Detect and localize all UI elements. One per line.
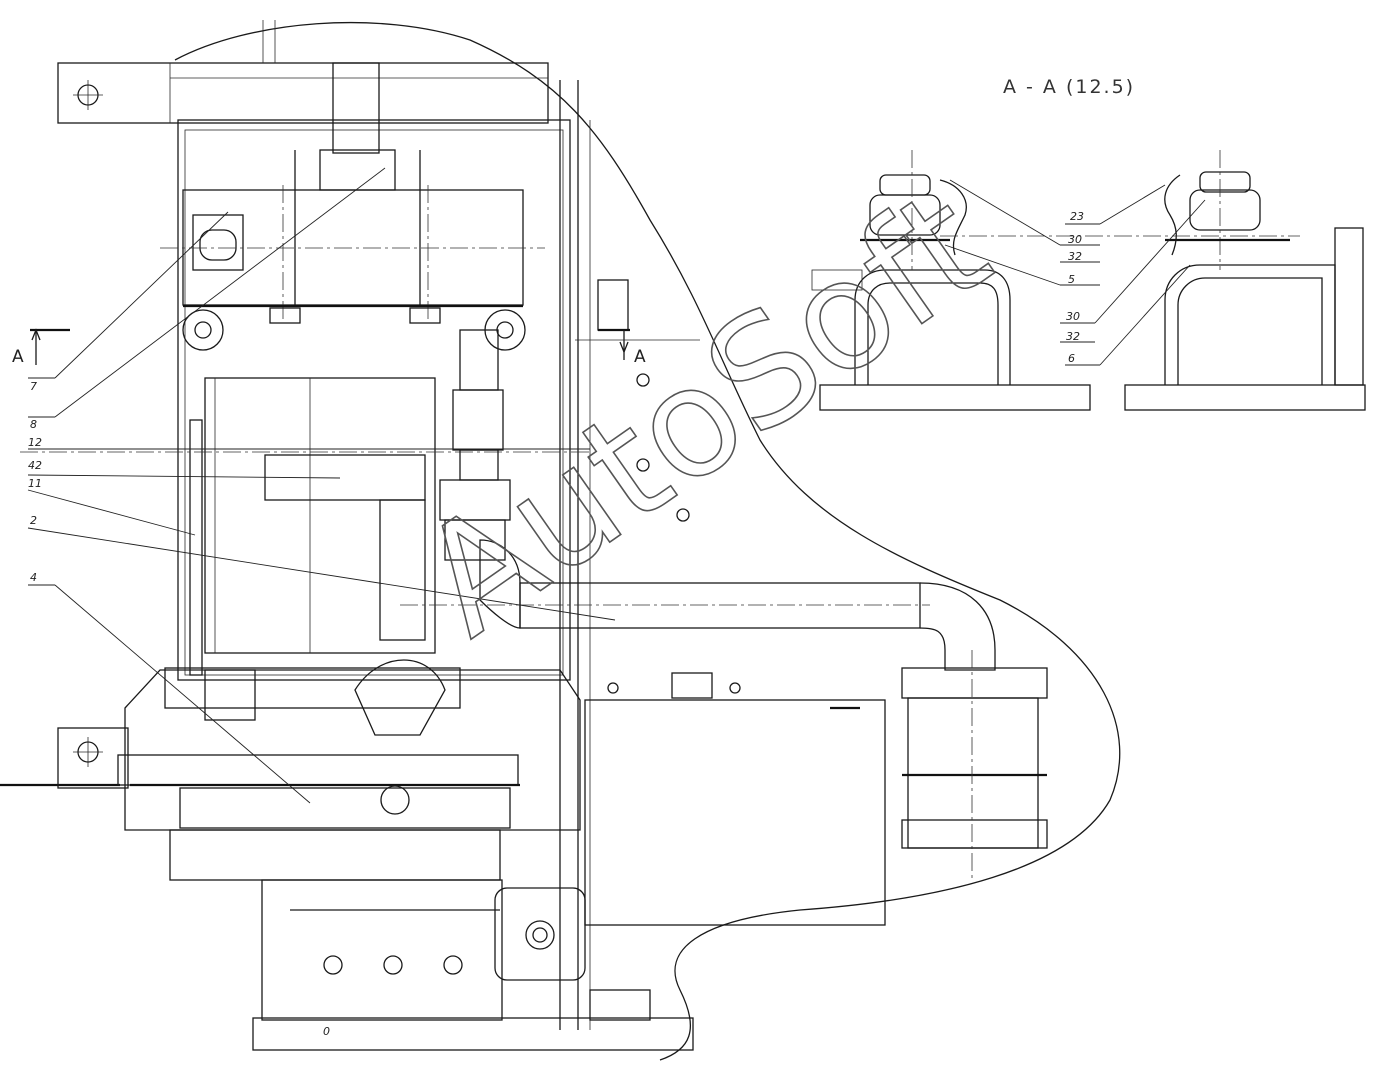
callout-12: 12 — [28, 436, 42, 449]
callout-8: 8 — [30, 418, 37, 431]
callout-leaders-left — [27, 167, 616, 804]
left-bracket — [57, 727, 129, 789]
callout-5: 5 — [1068, 273, 1075, 286]
main-frame — [177, 20, 591, 1030]
section-mark-left-label: А — [12, 347, 24, 367]
callout-4: 4 — [30, 571, 37, 584]
section-mark-right-label: А — [634, 347, 646, 367]
callout-7: 7 — [30, 380, 37, 393]
cylinder-body — [20, 377, 590, 676]
section-view — [811, 150, 1366, 411]
section-marker-left — [30, 328, 70, 365]
callout-2: 2 — [30, 514, 37, 527]
gearbox-assembly — [0, 659, 581, 881]
vertical-shaft — [439, 329, 511, 561]
lower-base — [252, 879, 694, 1051]
callout-42: 42 — [28, 459, 42, 472]
right-cylinder — [901, 650, 1048, 880]
watermark-logo: AutoSoft — [391, 157, 1019, 669]
callout-30-top: 30 — [1068, 233, 1082, 246]
callout-23: 23 — [1070, 210, 1084, 223]
callout-32-top: 32 — [1068, 250, 1082, 263]
top-bracket — [57, 62, 549, 124]
zero-mark: 0 — [323, 1025, 330, 1038]
actuator-unit — [160, 62, 545, 351]
callout-leaders-right — [944, 179, 1206, 366]
section-title: А - А (12.5) — [1003, 76, 1135, 98]
callout-30-bottom: 30 — [1066, 310, 1080, 323]
callout-11: 11 — [28, 477, 42, 490]
section-marker-right — [575, 328, 700, 360]
callout-6: 6 — [1068, 352, 1075, 365]
callout-32-bottom: 32 — [1066, 330, 1080, 343]
side-panel — [584, 279, 886, 926]
